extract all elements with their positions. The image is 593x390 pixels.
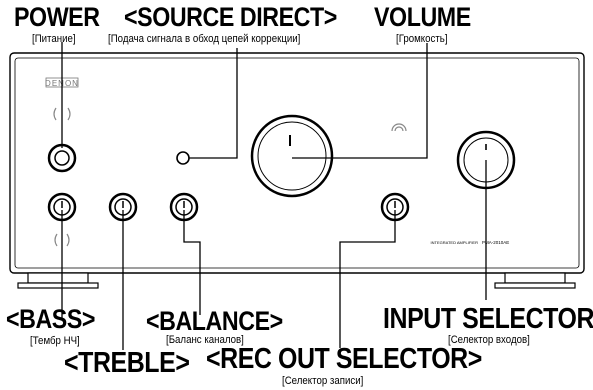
source-direct-button xyxy=(176,151,190,165)
balance-knob xyxy=(169,192,199,222)
power-button xyxy=(47,143,77,173)
power-subtitle: [Питание] xyxy=(32,33,76,45)
volume-title: VOLUME xyxy=(374,2,471,32)
volume-knob xyxy=(250,114,334,198)
treble-title: <TREBLE> xyxy=(64,347,190,379)
rec-out-title: <REC OUT SELECTOR> xyxy=(206,343,482,375)
right-foot xyxy=(494,272,576,289)
leader-lines xyxy=(61,42,487,350)
remote-sensor-icon xyxy=(391,123,407,132)
volume-leader xyxy=(292,43,428,159)
headphone-jack-icon xyxy=(54,233,70,247)
bass-knob xyxy=(47,192,77,222)
source-direct-subtitle: [Подача сигнала в обход цепей коррекции] xyxy=(108,33,301,45)
source-direct-leader xyxy=(189,48,238,159)
power-indicator-icon xyxy=(53,107,71,121)
model-name: PMA-2010AE xyxy=(482,240,509,245)
rec-out-subtitle: [Селектор записи] xyxy=(282,375,364,387)
left-foot xyxy=(17,272,99,289)
balance-leader xyxy=(183,210,201,315)
source-direct-title: <SOURCE DIRECT> xyxy=(124,2,337,32)
model-caption: INTEGRATED AMPLIFIER xyxy=(431,240,479,245)
power-title: POWER xyxy=(14,2,100,32)
bass-subtitle: [Тембр НЧ] xyxy=(30,335,80,347)
balance-title: <BALANCE> xyxy=(146,306,283,336)
bass-title: <BASS> xyxy=(6,304,96,334)
rec-out-selector-knob xyxy=(380,192,410,222)
volume-subtitle: [Громкость] xyxy=(396,33,448,45)
rec-out-leader xyxy=(339,210,396,348)
input-selector-title: INPUT SELECTOR xyxy=(383,303,593,335)
input-selector-subtitle: [Селектор входов] xyxy=(448,334,530,346)
balance-subtitle: [Баланс каналов] xyxy=(166,334,244,346)
panel-inner-outline xyxy=(14,57,580,269)
